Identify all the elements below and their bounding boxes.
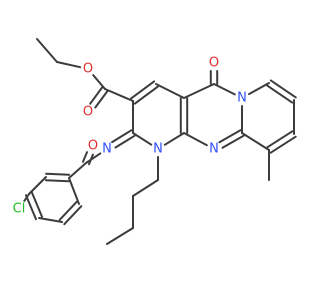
atom-label-cl: Cl <box>13 202 26 217</box>
bond-bu3-bu4 <box>106 227 134 245</box>
bond-c_am-o_am-a <box>88 153 94 166</box>
bond-ar1-ar2-b <box>44 179 70 183</box>
bond-ar3-cl <box>22 193 30 204</box>
bond-c9-c10-a <box>266 130 294 149</box>
atom-bg-n_im <box>100 142 114 156</box>
bond-ar4-ar5 <box>38 217 63 223</box>
bond-c2-n_im-b <box>114 134 136 149</box>
bond-ar3-ar4-a <box>25 194 37 221</box>
atom-bg-o_carb <box>81 105 95 119</box>
atom-bg-n11 <box>207 142 221 156</box>
bond-c_ome-c_oe1 <box>36 38 58 63</box>
atom-label-n1: N <box>153 142 163 157</box>
atom-label-o_ester: O <box>83 62 93 77</box>
atom-label-o_carb: O <box>83 105 93 120</box>
atom-bg-o_ester <box>81 62 95 76</box>
bond-c7-c8-b <box>269 79 297 99</box>
bond-c10a-n11-a <box>218 129 242 144</box>
atom-bg-n6 <box>235 91 249 105</box>
atom-label-n_im: N <box>102 142 112 157</box>
bond-c_est-o_carb-a <box>89 86 104 105</box>
bond-ar5-ar6-b <box>58 200 78 221</box>
bond-c4-c4a <box>155 83 185 99</box>
atom-label-n11: N <box>209 142 219 157</box>
bond-bu1-bu2 <box>132 179 159 197</box>
bond-c10-c10a <box>241 132 270 151</box>
bond-c_am-o_am-b <box>82 151 88 163</box>
bond-c5-n6 <box>213 83 236 96</box>
atom-bg-o_am <box>86 139 100 153</box>
bond-c2-n_im-a <box>111 129 133 144</box>
bond-n6-c7 <box>248 82 270 96</box>
bond-n1-c2 <box>132 132 153 146</box>
bond-c_am-ar1 <box>68 162 87 179</box>
bond-ar2-ar3 <box>28 176 47 195</box>
bond-c10a-n11-b <box>221 134 245 149</box>
bond-ar3-ar4-b <box>31 191 43 218</box>
atom-bg-n1 <box>151 142 165 156</box>
atom-label-n6: N <box>237 91 247 106</box>
bond-ar6-ar1 <box>68 177 80 205</box>
bond-c_est-c3 <box>104 88 134 102</box>
atom-label-o5: O <box>209 56 219 71</box>
bond-c4a-c5 <box>183 83 215 99</box>
bond-c_oe1-o_ester <box>56 61 82 69</box>
bond-n_im-c_am <box>85 152 102 164</box>
bond-ar5-ar6-a <box>63 205 83 226</box>
atom-label-o_am: O <box>88 139 98 154</box>
bond-c3-c4-b <box>130 80 156 100</box>
bond-ar1-ar2-a <box>45 172 71 176</box>
bond-c11a-n1 <box>163 132 185 146</box>
atom-bg-o5 <box>207 56 221 70</box>
bond-c9-c10-b <box>269 135 297 154</box>
bond-c3-c4-a <box>133 85 159 105</box>
bond-c7-c8-a <box>266 84 294 104</box>
bonds-layer <box>22 38 297 245</box>
atom-bg-cl <box>10 200 28 218</box>
bond-c_est-o_carb-b <box>94 89 109 109</box>
bond-n11-c11a <box>183 132 208 147</box>
